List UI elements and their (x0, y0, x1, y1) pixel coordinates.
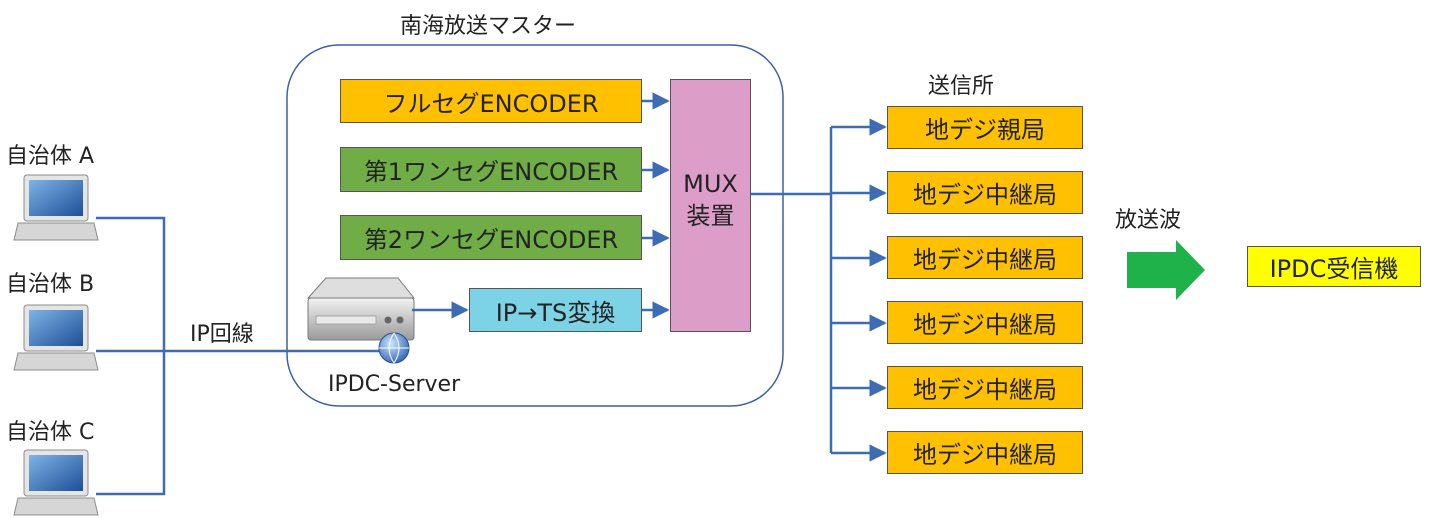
server-icon (306, 277, 416, 341)
laptop-icon (13, 304, 99, 371)
ip-line (96, 216, 385, 496)
station-relay: 地デジ中継局 (887, 301, 1083, 344)
server-label: IPDC-Server (328, 372, 461, 397)
laptop-icon (13, 449, 99, 516)
oneseg-encoder-1: 第1ワンセグENCODER (340, 147, 642, 192)
transmitter-label: 送信所 (928, 74, 995, 99)
distribution-bus (751, 127, 833, 453)
oneseg-encoder-2: 第2ワンセグENCODER (340, 215, 642, 260)
station-relay: 地デジ中継局 (887, 171, 1083, 214)
mux-label: MUX (683, 170, 738, 198)
broadcast-wave-label: 放送波 (1115, 208, 1182, 233)
globe-icon (378, 332, 410, 364)
ip-line-label: IP回線 (190, 322, 254, 347)
client-label-a: 自治体 A (6, 144, 95, 169)
client-label-c: 自治体 C (6, 420, 95, 445)
master-frame (286, 44, 784, 407)
laptop-icon (13, 174, 99, 241)
ip-ts-converter: IP→TS変換 (469, 288, 642, 332)
broadcast-arrow (1127, 240, 1205, 300)
fullseg-encoder: フルセグENCODER (340, 79, 642, 123)
mux-sublabel: 装置 (686, 202, 735, 230)
station-arrows (831, 118, 887, 462)
station-relay: 地デジ中継局 (887, 236, 1083, 279)
master-title: 南海放送マスター (400, 14, 577, 39)
station-main: 地デジ親局 (887, 106, 1083, 149)
station-relay: 地デジ中継局 (887, 366, 1083, 409)
ipdc-receiver: IPDC受信機 (1247, 246, 1421, 287)
mux-device: MUX 装置 (670, 79, 751, 332)
station-relay: 地デジ中継局 (887, 431, 1083, 474)
to-mux-arrows (642, 92, 670, 319)
client-label-b: 自治体 B (6, 272, 95, 297)
